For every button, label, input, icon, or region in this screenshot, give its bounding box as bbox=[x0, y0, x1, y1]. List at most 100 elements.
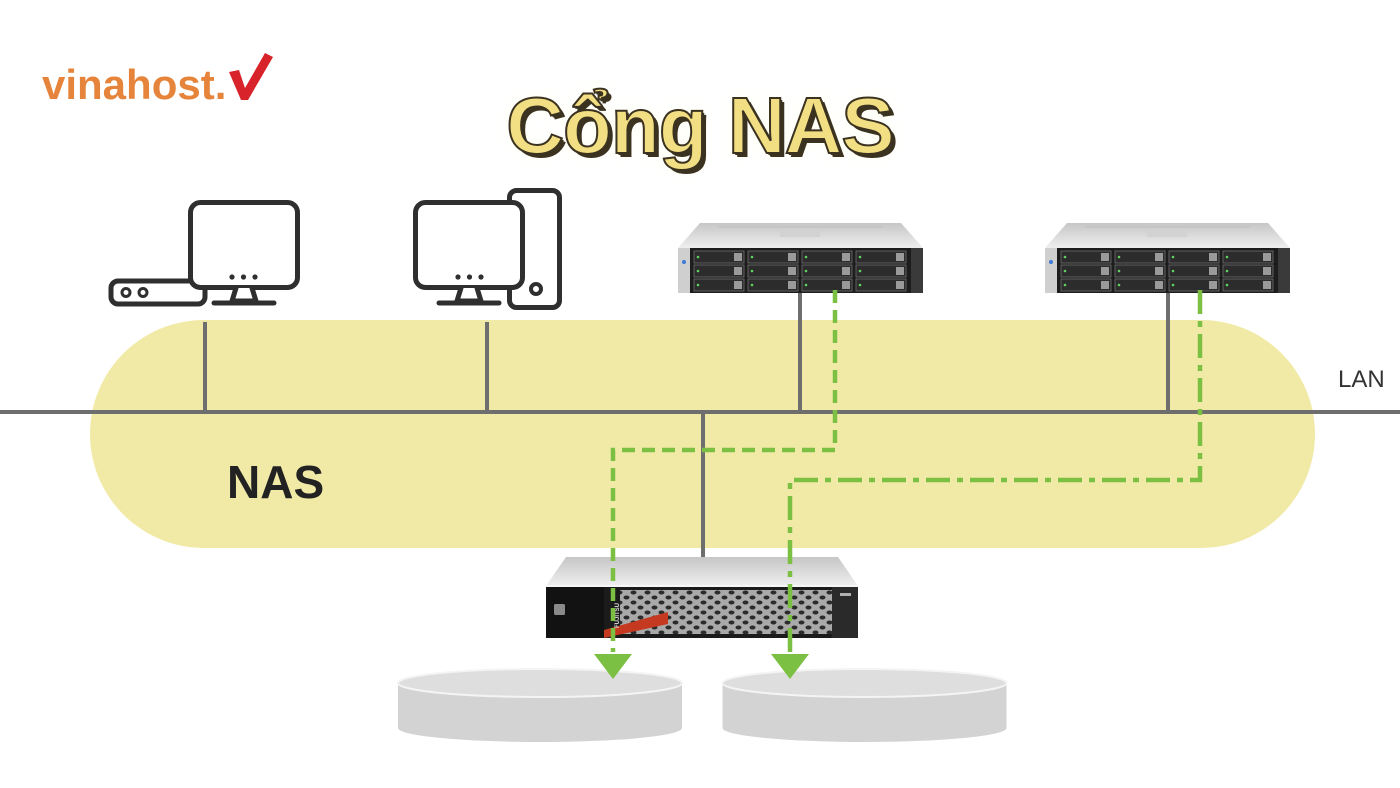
storage-disk-icon bbox=[721, 668, 1008, 743]
server-left-ear bbox=[1045, 248, 1057, 293]
drive-led-icon bbox=[750, 269, 754, 273]
drive-bay bbox=[1222, 264, 1274, 278]
monitor-dot bbox=[229, 274, 235, 280]
drive-led-icon bbox=[1171, 255, 1175, 259]
server-top-label bbox=[1147, 231, 1187, 237]
drive-bay bbox=[855, 278, 907, 292]
drive-bay-handle bbox=[842, 267, 850, 275]
drive-led-icon bbox=[750, 283, 754, 287]
server-right-ear bbox=[1278, 248, 1290, 293]
drive-led-icon bbox=[1117, 255, 1121, 259]
drive-led-icon bbox=[696, 255, 700, 259]
drive-led-icon bbox=[858, 283, 862, 287]
device-badge-icon bbox=[554, 604, 565, 615]
drive-led-icon bbox=[804, 255, 808, 259]
drive-bay-handle bbox=[1101, 281, 1109, 289]
drive-bay-handle bbox=[1263, 281, 1271, 289]
vinahost-logo: vinahost. bbox=[42, 52, 278, 108]
tower-computer-icon bbox=[413, 188, 562, 310]
monitor-screen bbox=[188, 200, 300, 290]
drive-bay bbox=[1060, 250, 1112, 264]
drive-bay bbox=[1114, 250, 1166, 264]
drive-bay-handle bbox=[1155, 267, 1163, 275]
drive-bay bbox=[747, 250, 799, 264]
drive-bay bbox=[1114, 278, 1166, 292]
checkmark-shape bbox=[229, 53, 273, 100]
rack-server-icon bbox=[678, 223, 923, 293]
drive-bay-handle bbox=[734, 267, 742, 275]
server-right-ear bbox=[911, 248, 923, 293]
drive-bay-handle bbox=[734, 281, 742, 289]
power-led-icon bbox=[682, 260, 686, 264]
drive-bay bbox=[1060, 264, 1112, 278]
drive-led-icon bbox=[1117, 269, 1121, 273]
drive-bay-handle bbox=[788, 267, 796, 275]
device-status-strip bbox=[840, 593, 851, 596]
desktop-computer-icon bbox=[108, 200, 300, 307]
drive-bay-handle bbox=[788, 253, 796, 261]
drive-bay bbox=[855, 250, 907, 264]
drive-bay bbox=[1222, 278, 1274, 292]
disk-top bbox=[721, 668, 1008, 698]
drive-bay-handle bbox=[1209, 253, 1217, 261]
data-path-server-2 bbox=[787, 290, 1203, 652]
drive-led-icon bbox=[1225, 269, 1229, 273]
drive-bay-handle bbox=[788, 281, 796, 289]
drive-bay bbox=[801, 250, 853, 264]
drive-led-icon bbox=[858, 255, 862, 259]
monitor-dot bbox=[478, 274, 484, 280]
drive-led-icon bbox=[858, 269, 862, 273]
drive-bay-handle bbox=[1155, 253, 1163, 261]
drive-led-icon bbox=[696, 269, 700, 273]
drive-bay bbox=[1168, 278, 1220, 292]
nas-storage-device-icon: FUJITSU bbox=[546, 557, 858, 638]
drive-bay-handle bbox=[734, 253, 742, 261]
drive-led-icon bbox=[1063, 255, 1067, 259]
logo-text: vinahost. bbox=[42, 61, 227, 108]
checkmark-icon bbox=[229, 53, 273, 100]
drive-bay-handle bbox=[1209, 267, 1217, 275]
disk-body bbox=[398, 683, 682, 742]
drive-bay bbox=[1222, 250, 1274, 264]
drive-bay bbox=[693, 278, 745, 292]
drive-bay bbox=[693, 250, 745, 264]
desktop-case bbox=[108, 278, 208, 307]
drive-led-icon bbox=[696, 283, 700, 287]
monitor-screen bbox=[413, 200, 525, 290]
monitor-dot bbox=[240, 274, 247, 280]
device-top-panel bbox=[546, 557, 858, 586]
case-button bbox=[120, 287, 132, 298]
drive-bay-handle bbox=[896, 267, 904, 275]
drive-bay bbox=[1168, 264, 1220, 278]
drive-bay bbox=[1060, 278, 1112, 292]
drive-bay-handle bbox=[1263, 253, 1271, 261]
drive-led-icon bbox=[804, 269, 808, 273]
drive-bay bbox=[747, 278, 799, 292]
drive-bay bbox=[801, 278, 853, 292]
disk-body bbox=[722, 683, 1007, 743]
rack-server-icon bbox=[1045, 223, 1290, 293]
power-led-icon bbox=[1049, 260, 1053, 264]
drive-bay bbox=[855, 264, 907, 278]
drive-led-icon bbox=[1225, 255, 1229, 259]
server-group bbox=[678, 223, 1290, 293]
drive-bay-handle bbox=[1155, 281, 1163, 289]
server-top-label bbox=[780, 231, 820, 237]
drive-bay-handle bbox=[1101, 253, 1109, 261]
disk-top bbox=[397, 668, 683, 698]
drive-bay-handle bbox=[1263, 267, 1271, 275]
server-left-ear bbox=[678, 248, 690, 293]
monitor-stand bbox=[229, 285, 259, 304]
drive-bay bbox=[1168, 250, 1220, 264]
drive-led-icon bbox=[750, 255, 754, 259]
data-path-server-1 bbox=[610, 290, 838, 652]
arrow-down-icon bbox=[594, 654, 632, 679]
drive-led-icon bbox=[1171, 283, 1175, 287]
drive-bay-handle bbox=[842, 281, 850, 289]
monitor-dot bbox=[455, 274, 461, 280]
lan-label: LAN bbox=[1338, 366, 1385, 393]
nas-zone-label: NAS bbox=[227, 456, 325, 508]
drive-led-icon bbox=[804, 283, 808, 287]
